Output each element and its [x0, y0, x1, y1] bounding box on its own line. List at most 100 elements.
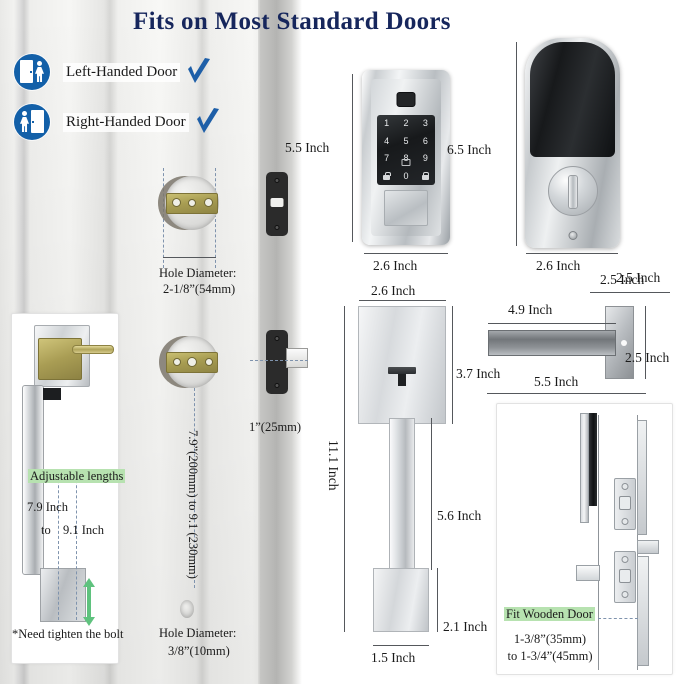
key-8[interactable]: 8 [403, 153, 409, 164]
handleset-foot-height-label: 2.1 Inch [443, 619, 488, 634]
keypad-width-dim-line [364, 253, 448, 254]
key-4[interactable]: 4 [384, 135, 390, 146]
adjustable-max-label: 9.1 Inch [63, 523, 104, 537]
deadbolt-throw [576, 565, 600, 581]
adjustable-rod [72, 345, 114, 354]
keypad-width-label: 2.6 Inch [373, 258, 418, 273]
bore-guide-right [215, 168, 216, 268]
keypad-height-label: 5.5 Inch [285, 140, 330, 155]
key-6[interactable]: 6 [422, 135, 428, 146]
adjustable-guide-2 [76, 470, 77, 620]
backset-guide [250, 360, 308, 361]
deadbolt-height-label: 6.5 Inch [447, 142, 492, 157]
latch-bolt [286, 348, 308, 368]
adjustable-guide-1 [58, 470, 59, 620]
key-5[interactable]: 5 [403, 135, 409, 146]
adjustable-to-label: to [41, 523, 51, 537]
lever-length-line [488, 323, 616, 324]
right-handed-door-label: Right-Handed Door [63, 112, 189, 132]
upper-brass-mechanism [166, 193, 218, 214]
lever-plate-height-label: 2.5 Inch [625, 350, 670, 365]
lever-profile [637, 540, 659, 554]
wooden-door-heading: Fit Wooden Door [504, 607, 595, 621]
lever-total-length-label: 5.5 Inch [534, 374, 579, 389]
left-handed-door-label: Left-Handed Door [63, 62, 181, 82]
thickness-guide [598, 618, 638, 619]
hole-diameter-label-2: Hole Diameter: [159, 626, 237, 640]
upper-mounting-plate [614, 478, 636, 530]
lower-mounting-plate [614, 551, 636, 603]
page-title: Fits on Most Standard Doors [133, 8, 451, 35]
interior-plate-profile [637, 420, 647, 535]
spacing-guide [194, 388, 195, 588]
left-handed-door-icon [14, 54, 50, 90]
lock-icon[interactable] [383, 172, 391, 181]
lever-handle-bar [488, 330, 616, 356]
right-handed-door-row: Right-Handed Door [14, 104, 221, 140]
key-3[interactable]: 3 [422, 118, 428, 129]
keypad-lock-base [384, 190, 428, 226]
arrow-up-icon [82, 578, 96, 609]
lever-total-length-line [487, 393, 646, 394]
keypad-side-profile [588, 413, 597, 506]
lever-plate-width-label: 2.5 Inch [616, 270, 661, 285]
handle-spacing-label: 7.9”(200mm) to 9.1 (230mm) [186, 430, 200, 579]
keypad-lock-body: 1 2 3 4 5 6 7 8 9 0 [362, 70, 450, 245]
backset-label: 1”(25mm) [249, 420, 302, 434]
handleset-foot-width-label: 1.5 Inch [371, 650, 416, 665]
thumbturn-icon [547, 166, 598, 216]
keyhole-icon [388, 367, 416, 389]
hole-diameter-value-1: 2-1/8”(54mm) [163, 282, 236, 296]
adjustable-bottom-bracket [40, 568, 86, 622]
lock-icon[interactable] [421, 172, 430, 181]
key-0[interactable]: 0 [403, 170, 409, 181]
upper-strike-plate [266, 172, 288, 236]
adjustable-heading: Adjustable lengths [28, 469, 126, 483]
fingerprint-sensor-icon [396, 92, 416, 107]
key-9[interactable]: 9 [422, 153, 428, 164]
deadbolt-height-dim-line [516, 42, 517, 246]
deadbolt-back-body [525, 38, 620, 248]
wooden-door-thickness-2: to 1-3/4”(45mm) [507, 649, 593, 663]
wooden-door-thickness-1: 1-3/8”(35mm) [513, 632, 587, 646]
bore-dim-line [163, 257, 216, 258]
handleset-foot-width-line [373, 645, 429, 646]
lower-brass-mechanism [166, 352, 218, 373]
handleset-plate-height-line [452, 306, 453, 424]
adjustable-shaft [43, 388, 61, 400]
left-handed-door-row: Left-Handed Door [14, 54, 212, 90]
handleset-grip-length-label: 5.6 Inch [437, 508, 482, 523]
deadbolt-screw [568, 231, 577, 240]
handleset-foot-height-line [437, 568, 438, 632]
handleset-foot [373, 568, 429, 632]
handleset-grip-bar [389, 418, 415, 570]
rfid-card-icon [401, 159, 411, 167]
lower-latch-plate [266, 330, 288, 394]
keypad: 1 2 3 4 5 6 7 8 9 0 [377, 115, 435, 185]
adjustable-min-label: 7.9 Inch [27, 500, 68, 514]
hole-diameter-value-2: 3/8”(10mm) [168, 644, 230, 658]
hole-diameter-label-1: Hole Diameter: [159, 266, 237, 280]
door-face-line [598, 415, 599, 670]
handleset-total-height-label: 11.1 Inch [326, 440, 341, 491]
handleset-total-height-line [344, 306, 345, 632]
deadbolt-width-label: 2.6 Inch [536, 258, 581, 273]
adjustable-footnote: *Need tighten the bolt [12, 627, 124, 641]
handleset-top-width-line [359, 300, 446, 301]
lever-plate-height-line [645, 306, 646, 379]
keypad-lock-face: 1 2 3 4 5 6 7 8 9 0 [371, 79, 441, 236]
handleset-plate-height-label: 3.7 Inch [456, 366, 501, 381]
handle-grip-profile [637, 556, 649, 666]
key-7[interactable]: 7 [384, 153, 390, 164]
handleset-top-width-label: 2.6 Inch [371, 283, 416, 298]
right-handed-door-icon [14, 104, 50, 140]
deadbolt-depth-label: 2.5 Inch [600, 272, 645, 287]
key-1[interactable]: 1 [384, 118, 390, 129]
lock-side-profile [580, 413, 589, 523]
keypad-height-dim-line [352, 74, 353, 242]
key-2[interactable]: 2 [403, 118, 409, 129]
lever-screw-hole [621, 340, 627, 346]
deadbolt-width-dim-line [526, 253, 618, 254]
handleset-plate [358, 306, 446, 424]
